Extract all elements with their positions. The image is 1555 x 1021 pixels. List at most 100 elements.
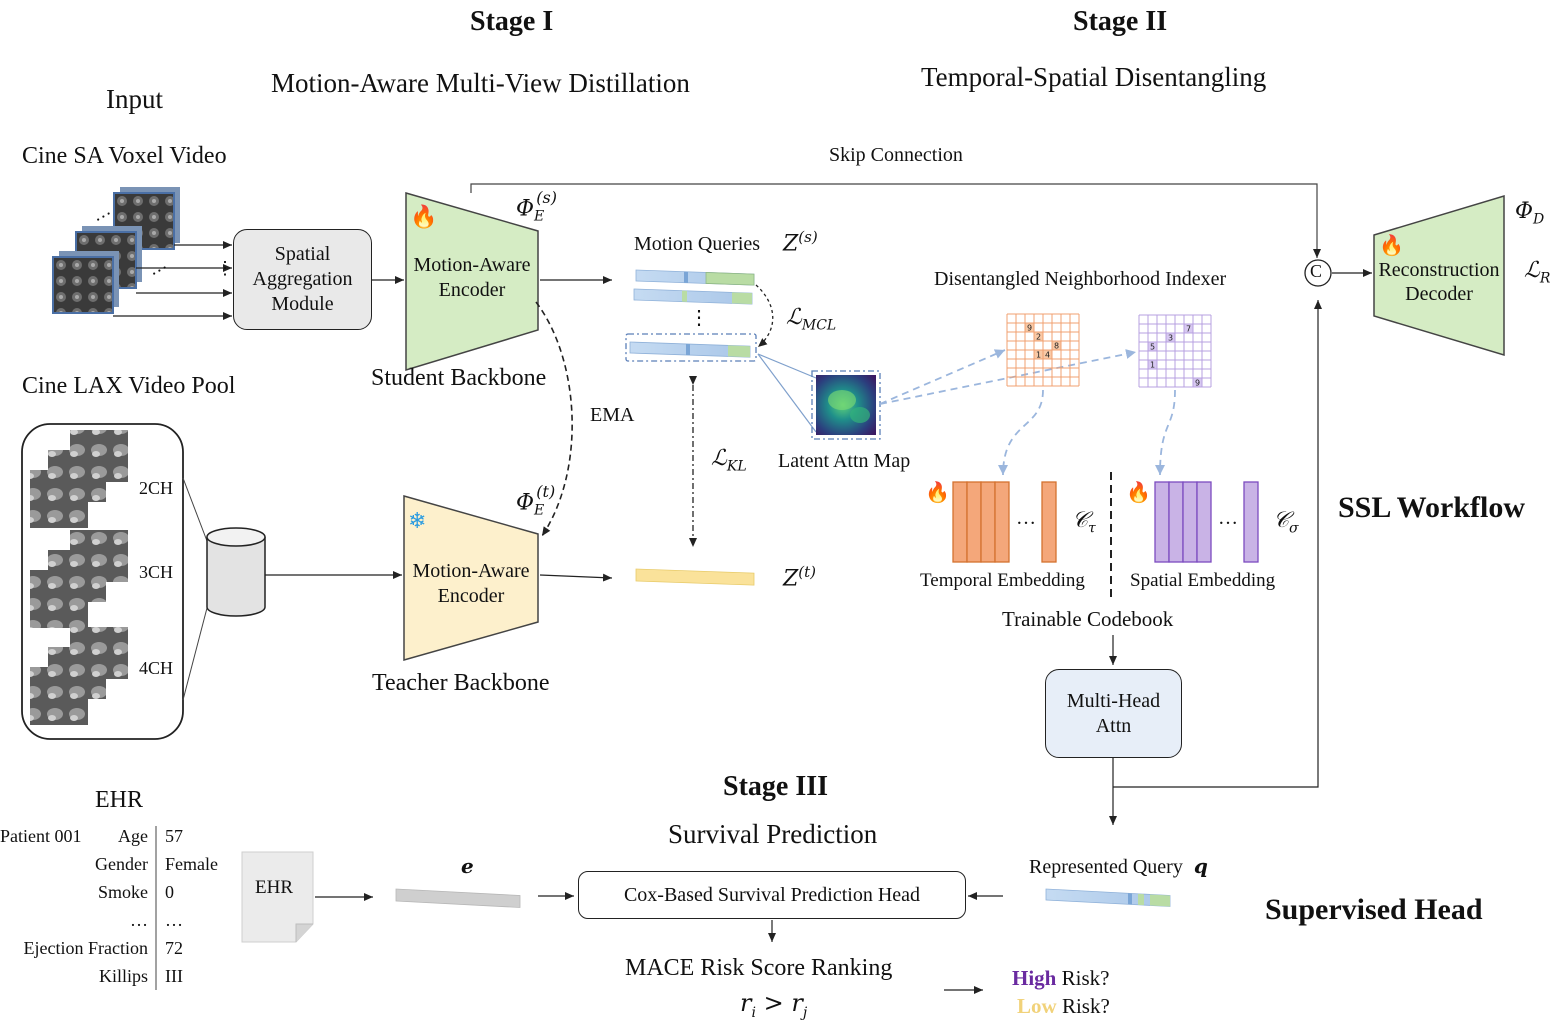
ehr-field-name: … <box>130 910 148 930</box>
temporal-grid-cell <box>1052 341 1061 350</box>
latent-attn-label: Latent Attn Map <box>778 450 911 472</box>
ehr-field-value: 72 <box>165 938 183 958</box>
phi-teacher-symbol: ΦE(t) <box>516 482 556 519</box>
spatial-embedding-columns <box>1154 481 1259 563</box>
stage3-title: Stage III <box>723 771 829 802</box>
spatial-dots: … <box>1218 507 1238 529</box>
ranking-expression: ri > rj <box>740 989 808 1021</box>
spatial-grid-number: 5 <box>1150 343 1155 352</box>
temporal-grid-cell <box>1034 332 1043 341</box>
loss-kl-symbol: ℒKL <box>711 446 747 475</box>
spatial-embedding-label: Spatial Embedding <box>1130 570 1276 591</box>
represented-query-label: Represented Query q <box>1029 854 1208 878</box>
temporal-grid-cell <box>1025 323 1034 332</box>
snowflake-icon: ❄ <box>408 508 427 533</box>
flame-icon: 🔥 <box>1379 235 1404 257</box>
ehr-field-value: III <box>165 966 183 986</box>
skip-connection-label: Skip Connection <box>829 144 963 166</box>
temporal-dots: … <box>1016 507 1036 529</box>
lax-4ch-images <box>30 627 128 725</box>
spatial-grid-cell <box>1148 360 1157 369</box>
ehr-field-value: 57 <box>165 826 183 846</box>
sa-video-label: Cine SA Voxel Video <box>22 143 227 169</box>
ema-label: EMA <box>590 404 635 426</box>
motion-queries-label: Motion Queries <box>634 233 761 255</box>
ehr-field-value: Female <box>165 854 218 874</box>
ehr-field-name: Ejection Fraction <box>23 938 148 958</box>
latent-attn-map <box>811 370 881 440</box>
cox-head-box: Cox-Based Survival Prediction Head <box>578 871 966 919</box>
supervised-head-label: Supervised Head <box>1265 893 1483 926</box>
student-backbone-label: Student Backbone <box>371 365 547 391</box>
ehr-field-name: Smoke <box>97 882 148 902</box>
view-3ch: 3CH <box>139 562 174 582</box>
ehr-field-value: 0 <box>165 882 174 902</box>
temporal-grid-number: 2 <box>1036 333 1041 342</box>
spatial-grid-number: 3 <box>1168 334 1173 343</box>
spatial-grid-number: 1 <box>1150 361 1155 370</box>
low-risk-label: Low Risk? <box>1017 994 1110 1018</box>
lax-2ch-images <box>30 430 128 528</box>
lax-3ch-images <box>30 530 128 628</box>
lax-pool-label: Cine LAX Video Pool <box>22 373 236 399</box>
skip-connection-line <box>470 183 1321 258</box>
decoder-label: Reconstruction Decoder <box>1378 259 1500 305</box>
loss-mcl-symbol: ℒMCL <box>786 305 837 334</box>
temporal-grid-number: 9 <box>1027 324 1032 333</box>
student-encoder-label: Motion-Aware Encoder <box>413 254 531 301</box>
ema-arrow <box>535 301 573 537</box>
query-vdots: ⋮ <box>689 307 709 329</box>
temporal-grid-number: 8 <box>1054 342 1059 351</box>
codebook-label: Trainable Codebook <box>1002 607 1174 631</box>
query-q-bar <box>1045 888 1171 907</box>
spatial-aggregation-module: Spatial Aggregation Module <box>233 229 372 330</box>
z-student-symbol: Z(s) <box>783 228 818 257</box>
mace-label: MACE Risk Score Ranking <box>625 955 893 981</box>
ehr-field-name: Gender <box>95 854 148 874</box>
stage2-subtitle: Temporal-Spatial Disentangling <box>921 62 1267 92</box>
high-risk-label: High Risk? <box>1012 966 1110 990</box>
flame-icon: 🔥 <box>925 482 950 504</box>
teacher-encoder-shape <box>403 495 539 661</box>
flame-icon: 🔥 <box>410 204 438 229</box>
phi-student-symbol: ΦE(s) <box>516 188 557 225</box>
phi-decoder-symbol: ΦD <box>1515 199 1545 228</box>
temporal-grid-number: 1 <box>1036 351 1041 360</box>
ehr-field-value: … <box>165 910 183 930</box>
student-encoder-shape <box>405 192 539 372</box>
motion-query-bars <box>625 269 757 362</box>
sa-vdots: ⋮ <box>216 258 234 278</box>
ehr-field-name: Age <box>118 826 148 846</box>
view-2ch: 2CH <box>139 478 174 498</box>
flame-icon: 🔥 <box>1126 482 1151 504</box>
lax-pool-frame <box>21 423 184 740</box>
ehr-field-name: Killips <box>98 966 148 986</box>
teacher-backbone-label: Teacher Backbone <box>372 670 550 696</box>
sa-voxel-stack <box>52 187 180 314</box>
teacher-encoder-label: Motion-Aware Encoder <box>412 560 530 607</box>
view-4ch: 4CH <box>139 658 174 678</box>
temporal-embedding-label: Temporal Embedding <box>920 570 1085 591</box>
decoder-shape <box>1373 194 1505 357</box>
mcl-arrow <box>755 284 774 348</box>
stage1-title: Stage I <box>470 6 554 37</box>
concat-icon <box>1304 259 1332 287</box>
spatial-grid-number: 9 <box>1195 379 1200 388</box>
temporal-grid-number: 4 <box>1045 351 1050 360</box>
c-tau-symbol: 𝒞τ <box>1072 508 1096 537</box>
database-icon <box>206 527 266 617</box>
ssl-workflow-label: SSL Workflow <box>1338 491 1526 524</box>
ehr-embedding-bar <box>395 888 521 908</box>
spatial-grid-cell <box>1166 333 1175 342</box>
z-teacher-symbol: Z(t) <box>783 563 817 592</box>
stage3-subtitle: Survival Prediction <box>668 819 878 849</box>
spatial-grid-cell <box>1148 342 1157 351</box>
e-symbol: e <box>461 854 474 878</box>
ehr-document-label: EHR <box>255 877 293 898</box>
spatial-grid-cell <box>1184 324 1193 333</box>
teacher-token-bar <box>635 568 755 586</box>
stage1-subtitle: Motion-Aware Multi-View Distillation <box>271 68 690 98</box>
